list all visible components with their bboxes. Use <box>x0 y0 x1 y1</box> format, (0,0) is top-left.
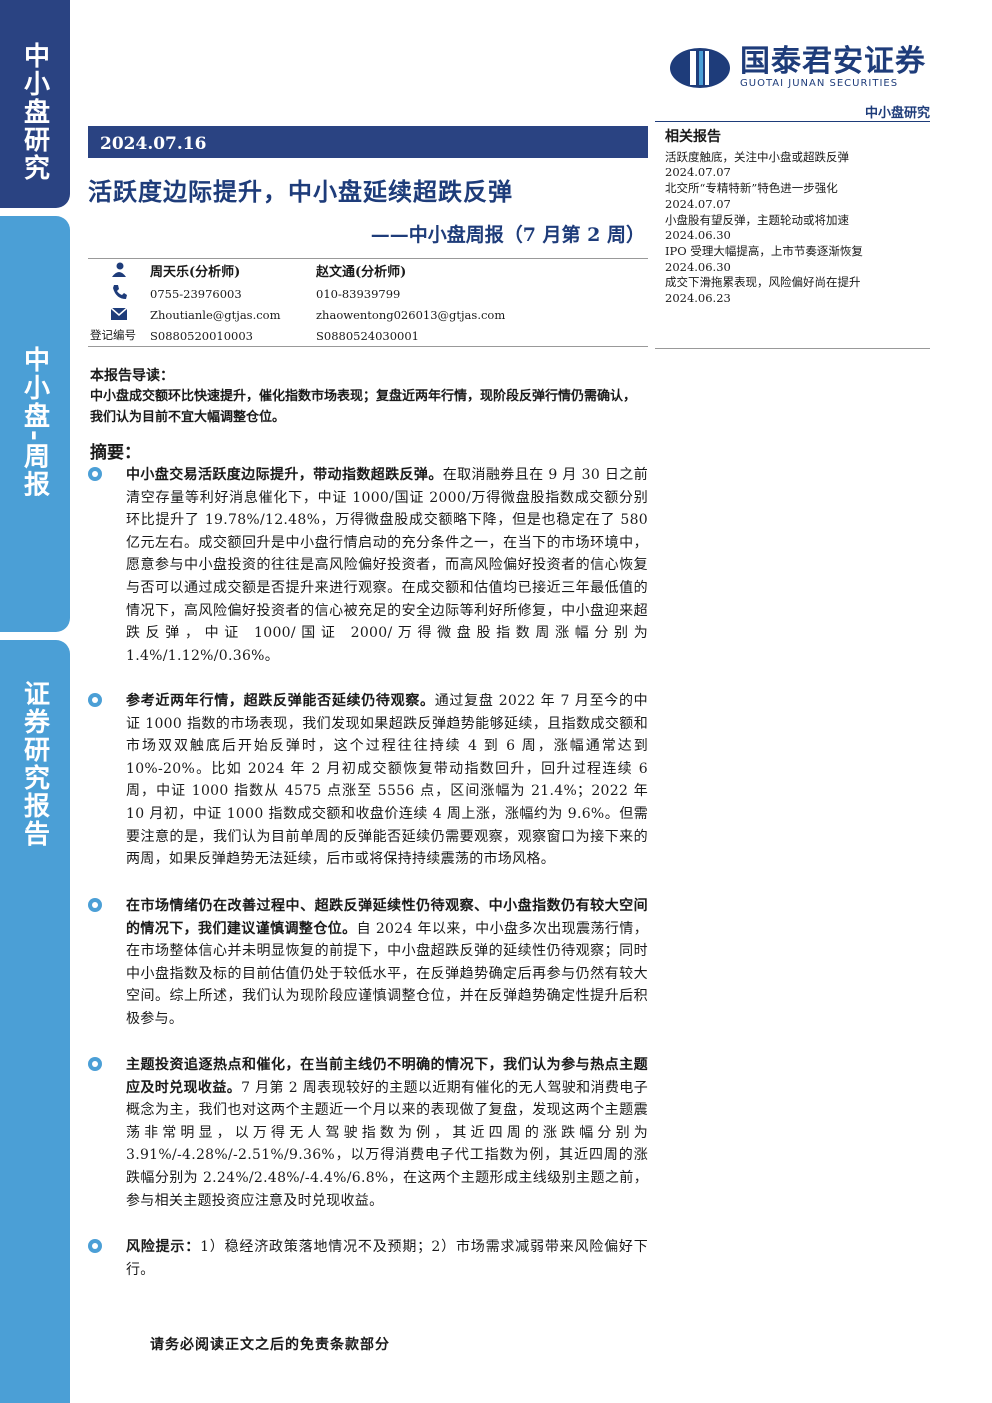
bullet-text: 1）稳经济政策落地情况不及预期；2）市场需求减弱带来风险偏好下行。 <box>126 1239 648 1278</box>
bullet-text: 7 月第 2 周表现较好的主题以近期有催化的无人驾驶和消费电子概念为主，我们也对… <box>126 1079 648 1209</box>
bullet-icon <box>88 1239 102 1253</box>
report-subtitle: ——中小盘周报（7 月第 2 周） <box>370 224 645 246</box>
guide-text: 中小盘成交额环比快速提升，催化指数市场表现；复盘近两年行情，现阶段反弹行情仍需确… <box>90 389 637 425</box>
related-item-title[interactable]: 小盘股有望反弹，主题轮动或将加速 <box>665 212 849 227</box>
header-category: 中小盘研究 <box>864 106 930 121</box>
author-name: 赵文通(分析师) <box>316 265 407 280</box>
abstract-bullet: 参考近两年行情，超跌反弹能否延续仍待观察。通过复盘 2022 年 7 月至今的中… <box>88 690 648 871</box>
abstract-bullet: 风险提示：1）稳经济政策落地情况不及预期；2）市场需求减弱带来风险偏好下行。 <box>88 1236 648 1281</box>
abstract-heading: 摘要： <box>90 443 141 463</box>
sidebar-tab-weekly: 中小盘-周报 <box>0 216 70 632</box>
bullet-icon <box>88 898 102 912</box>
bullet-lead: 主题投资追逐热点和催化，在当前主线仍不明确的情况下，我们认为参与热点主题应及时兑… <box>126 1057 648 1096</box>
related-item-date: 2024.07.07 <box>665 165 731 180</box>
author-reg: S0880520010003 <box>150 329 253 343</box>
related-item-date: 2024.06.23 <box>665 291 731 306</box>
related-item-date: 2024.06.30 <box>665 259 731 274</box>
related-item-date: 2024.07.07 <box>665 196 731 211</box>
phone-icon <box>113 285 127 299</box>
author-email[interactable]: zhaowentong026013@gtjas.com <box>316 308 506 322</box>
bullet-text: 在取消融券且在 9 月 30 日之前清空存量等利好消息催化下，中证 1000/国… <box>126 467 648 664</box>
bullet-text: 自 2024 年以来，中小盘多次出现震荡行情，在市场整体信心并未明显恢复的前提下… <box>126 920 648 1027</box>
author-phone: 010-83939799 <box>316 287 401 301</box>
sidebar-tab-label: 中小盘研究 <box>19 42 50 182</box>
abstract-bullet: 中小盘交易活跃度边际提升，带动指数超跌反弹。在取消融券且在 9 月 30 日之前… <box>88 464 648 667</box>
author-reg: S0880524030001 <box>316 329 419 343</box>
related-item-title[interactable]: IPO 受理大幅提高，上市节奏逐渐恢复 <box>665 243 863 258</box>
bullet-icon <box>88 1057 102 1071</box>
author-email[interactable]: Zhoutianle@gtjas.com <box>150 308 281 322</box>
logo-text-en: GUOTAI JUNAN SECURITIES <box>740 78 899 89</box>
author-2: 赵文通(分析师) 010-83939799 zhaowentong026013@… <box>316 264 505 348</box>
related-item-title[interactable]: 成交下滑拖累表现，风险偏好尚在提升 <box>665 275 861 290</box>
abstract-bullet: 在市场情绪仍在改善过程中、超跌反弹延续性仍待观察、中小盘指数仍有较大空间的情况下… <box>88 895 648 1031</box>
report-date: 2024.07.16 <box>88 126 648 158</box>
brand-logo: 国泰君安证券 GUOTAI JUNAN SECURITIES <box>668 46 926 89</box>
divider <box>655 348 930 349</box>
report-title: 活跃度边际提升，中小盘延续超跌反弹 <box>88 177 513 206</box>
sidebar-tab-research: 中小盘研究 <box>0 0 70 208</box>
author-phone: 0755-23976003 <box>150 287 242 301</box>
reg-label: 登记编号 <box>90 328 136 342</box>
related-item-title[interactable]: 北交所“专精特新”特色进一步强化 <box>665 181 838 196</box>
bullet-lead: 中小盘交易活跃度边际提升，带动指数超跌反弹。 <box>126 467 443 483</box>
author-1: 周天乐(分析师) 0755-23976003 Zhoutianle@gtjas.… <box>150 264 281 348</box>
bullet-text: 通过复盘 2022 年 7 月至今的中证 1000 指数的市场表现，我们发现如果… <box>126 693 648 868</box>
logo-text-cn: 国泰君安证券 <box>740 44 926 79</box>
guide-heading: 本报告导读： <box>90 368 174 384</box>
bullet-lead: 参考近两年行情，超跌反弹能否延续仍待观察。 <box>126 693 435 709</box>
bullet-icon <box>88 467 102 481</box>
sidebar-tab-label: 证券研究报告 <box>19 680 50 848</box>
related-item-date: 2024.06.30 <box>665 228 731 243</box>
email-icon <box>110 307 128 320</box>
related-item-title[interactable]: 活跃度触底，关注中小盘或超跌反弹 <box>665 149 849 164</box>
author-name: 周天乐(分析师) <box>150 265 241 280</box>
sidebar-tab-report: 证券研究报告 <box>0 640 70 1403</box>
related-reports: 相关报告 活跃度触底，关注中小盘或超跌反弹 2024.07.07 北交所“专精特… <box>665 129 935 307</box>
bullet-lead: 在市场情绪仍在改善过程中、超跌反弹延续性仍待观察、中小盘指数仍有较大空间的情况下… <box>126 898 648 937</box>
disclaimer-footer: 请务必阅读正文之后的免责条款部分 <box>150 1337 390 1353</box>
author-block: 周天乐(分析师) 0755-23976003 Zhoutianle@gtjas.… <box>88 258 648 347</box>
bullet-lead: 风险提示： <box>126 1239 201 1255</box>
sidebar-tab-label: 中小盘-周报 <box>19 346 50 499</box>
abstract-bullet: 主题投资追逐热点和催化，在当前主线仍不明确的情况下，我们认为参与热点主题应及时兑… <box>88 1054 648 1212</box>
bullet-icon <box>88 693 102 707</box>
person-icon <box>112 262 126 277</box>
logo-mark-icon <box>670 47 730 88</box>
related-heading: 相关报告 <box>665 129 721 145</box>
divider <box>655 121 930 122</box>
